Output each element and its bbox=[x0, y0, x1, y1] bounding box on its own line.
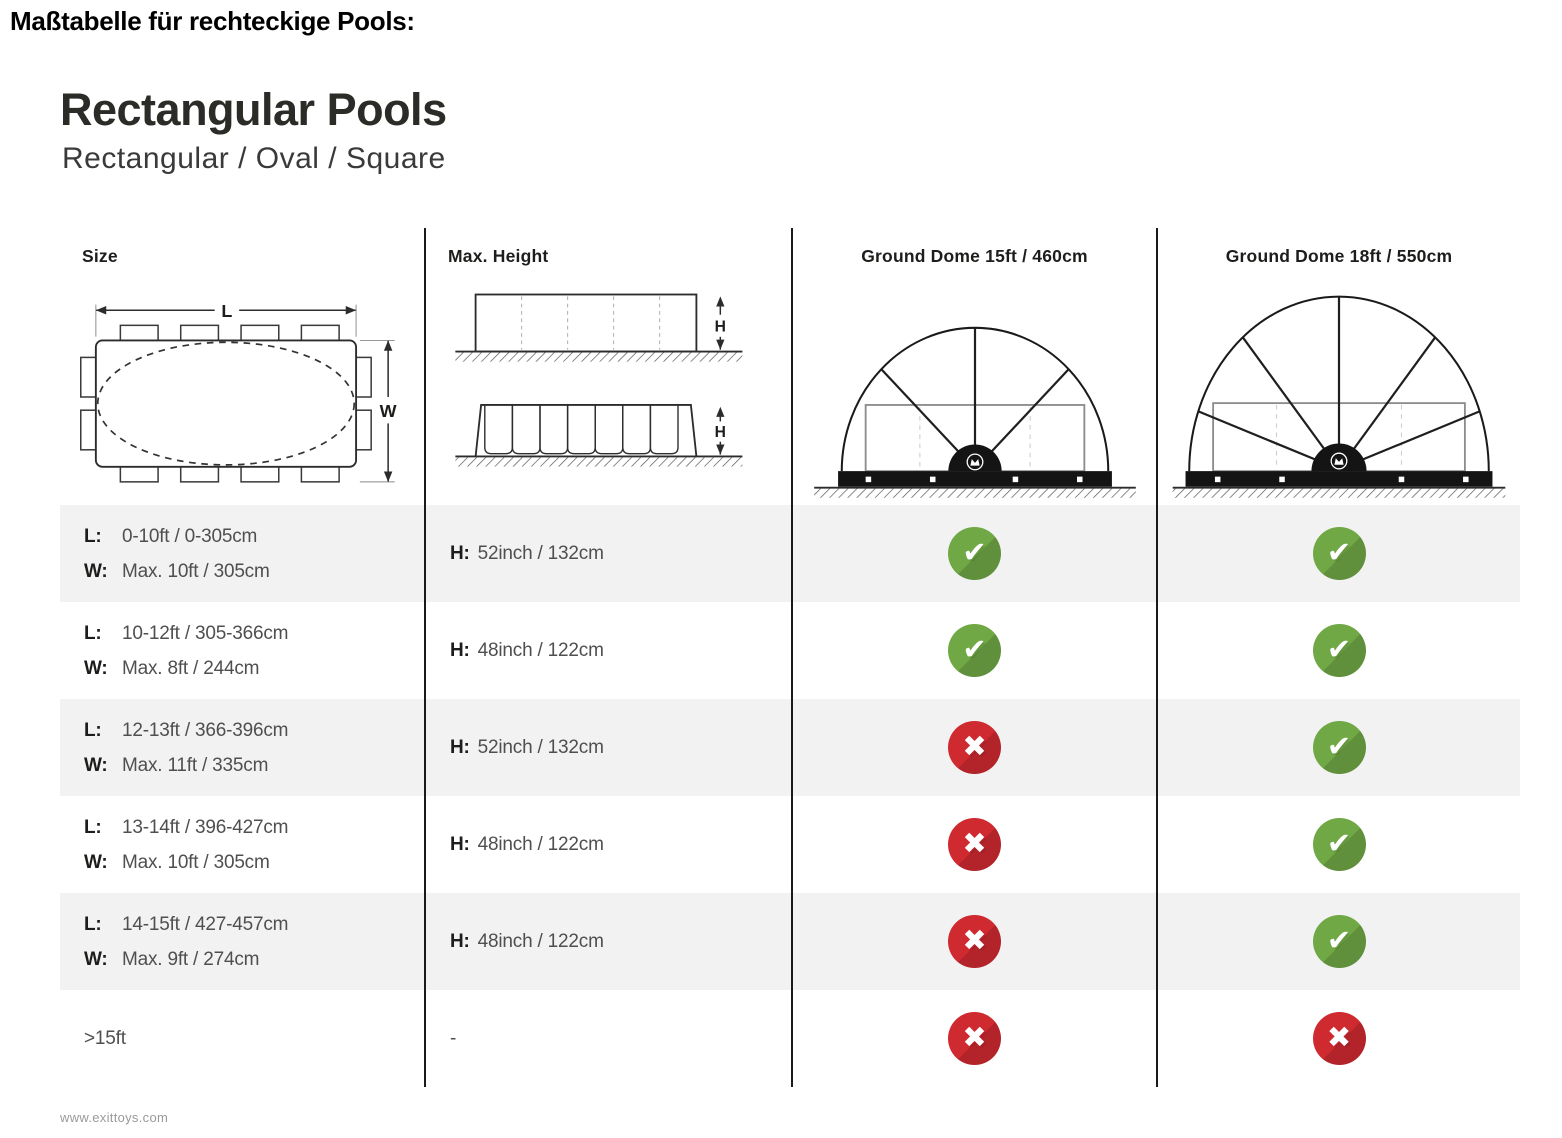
width-label: W: bbox=[84, 560, 108, 582]
column-header-max-height: Max. Height bbox=[424, 228, 791, 505]
page-subtitle: Rectangular / Oval / Square bbox=[62, 142, 446, 175]
page-title: Rectangular Pools bbox=[60, 84, 447, 135]
height-value: 48inch / 122cm bbox=[477, 834, 604, 855]
check-icon: ✔ bbox=[1312, 527, 1366, 580]
height-label: H bbox=[714, 318, 725, 335]
check-icon: ✔ bbox=[1312, 818, 1366, 871]
width-value: Max. 10ft / 305cm bbox=[122, 851, 270, 873]
height-value: - bbox=[450, 1028, 457, 1049]
length-label: L: bbox=[84, 622, 102, 644]
status-cell-dome15: ✔ bbox=[791, 602, 1156, 699]
check-icon: ✔ bbox=[1312, 624, 1366, 677]
size-cell: L: 13-14ft / 396-427cm W: Max. 10ft / 305c… bbox=[60, 796, 424, 893]
size-cell: L: 12-13ft / 366-396cm W: Max. 11ft / 335c… bbox=[60, 699, 424, 796]
length-value: 13-14ft / 396-427cm bbox=[122, 816, 289, 838]
cross-icon: ✖ bbox=[948, 818, 1001, 871]
check-icon: ✔ bbox=[1312, 721, 1366, 774]
height-cell: - bbox=[424, 990, 791, 1087]
width-value: Max. 11ft / 335cm bbox=[122, 754, 269, 776]
check-icon: ✔ bbox=[948, 624, 1001, 677]
status-cell-dome18: ✔ bbox=[1156, 796, 1520, 893]
status-cell-dome15: ✖ bbox=[791, 893, 1156, 990]
height-value: 52inch / 132cm bbox=[477, 543, 604, 564]
check-icon: ✔ bbox=[1312, 915, 1366, 968]
check-icon: ✔ bbox=[948, 527, 1001, 580]
width-label: W: bbox=[84, 948, 108, 970]
status-cell-dome18: ✔ bbox=[1156, 505, 1520, 602]
height-label: H: bbox=[450, 931, 470, 952]
dome-15ft-diagram bbox=[813, 326, 1136, 498]
height-label: H: bbox=[450, 543, 470, 564]
height-value: 52inch / 132cm bbox=[477, 737, 604, 758]
size-cell: L: 10-12ft / 305-366cm W: Max. 8ft / 244cm bbox=[60, 602, 424, 699]
pool-side-view-diagram: H H bbox=[454, 293, 742, 467]
status-cell-dome15: ✖ bbox=[791, 796, 1156, 893]
size-value: >15ft bbox=[84, 1028, 126, 1049]
width-label: W: bbox=[84, 754, 108, 776]
length-label: L: bbox=[84, 816, 102, 838]
status-cell-dome18: ✔ bbox=[1156, 893, 1520, 990]
width-label: W bbox=[380, 401, 397, 421]
width-value: Max. 10ft / 305cm bbox=[122, 560, 270, 582]
height-cell: H: 48inch / 122cm bbox=[424, 602, 791, 699]
status-cell-dome15: ✖ bbox=[791, 699, 1156, 796]
status-cell-dome18: ✔ bbox=[1156, 602, 1520, 699]
width-label: W: bbox=[84, 851, 108, 873]
length-value: 12-13ft / 366-396cm bbox=[122, 719, 289, 741]
status-cell-dome18: ✔ bbox=[1156, 699, 1520, 796]
length-label: L bbox=[221, 301, 232, 321]
size-cell: L: 0-10ft / 0-305cm W: Max. 10ft / 305cm bbox=[60, 505, 424, 602]
height-label: H: bbox=[450, 737, 470, 758]
brand-mark-icon bbox=[1334, 458, 1344, 465]
height-cell: H: 52inch / 132cm bbox=[424, 505, 791, 602]
height-value: 48inch / 122cm bbox=[477, 640, 604, 661]
column-header-dome-18ft-label: Ground Dome 18ft / 550cm bbox=[1225, 246, 1453, 266]
cross-icon: ✖ bbox=[1312, 1012, 1366, 1065]
status-cell-dome18: ✖ bbox=[1156, 990, 1520, 1087]
status-cell-dome15: ✔ bbox=[791, 505, 1156, 602]
pool-compatibility-table: Size bbox=[60, 228, 1520, 1087]
height-label: H: bbox=[450, 640, 470, 661]
size-cell: >15ft bbox=[60, 990, 424, 1087]
width-value: Max. 9ft / 274cm bbox=[122, 948, 260, 970]
height-label: H: bbox=[450, 834, 470, 855]
height-cell: H: 48inch / 122cm bbox=[424, 796, 791, 893]
height-value: 48inch / 122cm bbox=[477, 931, 604, 952]
column-header-dome-18ft: Ground Dome 18ft / 550cm bbox=[1156, 228, 1520, 505]
dome-18ft-diagram bbox=[1172, 295, 1506, 498]
length-label: L: bbox=[84, 525, 102, 547]
cross-icon: ✖ bbox=[948, 1012, 1001, 1065]
column-header-size: Size bbox=[60, 228, 424, 505]
column-header-dome-15ft-label: Ground Dome 15ft / 460cm bbox=[861, 246, 1088, 266]
column-header-max-height-label: Max. Height bbox=[448, 246, 549, 266]
height-cell: H: 52inch / 132cm bbox=[424, 699, 791, 796]
footer-url: www.exittoys.com bbox=[60, 1110, 169, 1125]
column-header-size-label: Size bbox=[82, 246, 118, 266]
length-value: 10-12ft / 305-366cm bbox=[122, 622, 289, 644]
width-value: Max. 8ft / 244cm bbox=[122, 657, 260, 679]
length-label: L: bbox=[84, 719, 102, 741]
cross-icon: ✖ bbox=[948, 915, 1001, 968]
height-label: H bbox=[714, 424, 725, 441]
brand-mark-icon bbox=[969, 459, 980, 466]
column-header-dome-15ft: Ground Dome 15ft / 460cm bbox=[791, 228, 1156, 505]
length-value: 14-15ft / 427-457cm bbox=[122, 913, 289, 935]
size-cell: L: 14-15ft / 427-457cm W: Max. 9ft / 274cm bbox=[60, 893, 424, 990]
width-label: W: bbox=[84, 657, 108, 679]
pool-top-view-diagram: L W bbox=[80, 301, 397, 483]
length-value: 0-10ft / 0-305cm bbox=[122, 525, 258, 547]
status-cell-dome15: ✖ bbox=[791, 990, 1156, 1087]
cross-icon: ✖ bbox=[948, 721, 1001, 774]
page-heading: Maßtabelle für rechteckige Pools: bbox=[10, 6, 415, 36]
length-label: L: bbox=[84, 913, 102, 935]
height-cell: H: 48inch / 122cm bbox=[424, 893, 791, 990]
